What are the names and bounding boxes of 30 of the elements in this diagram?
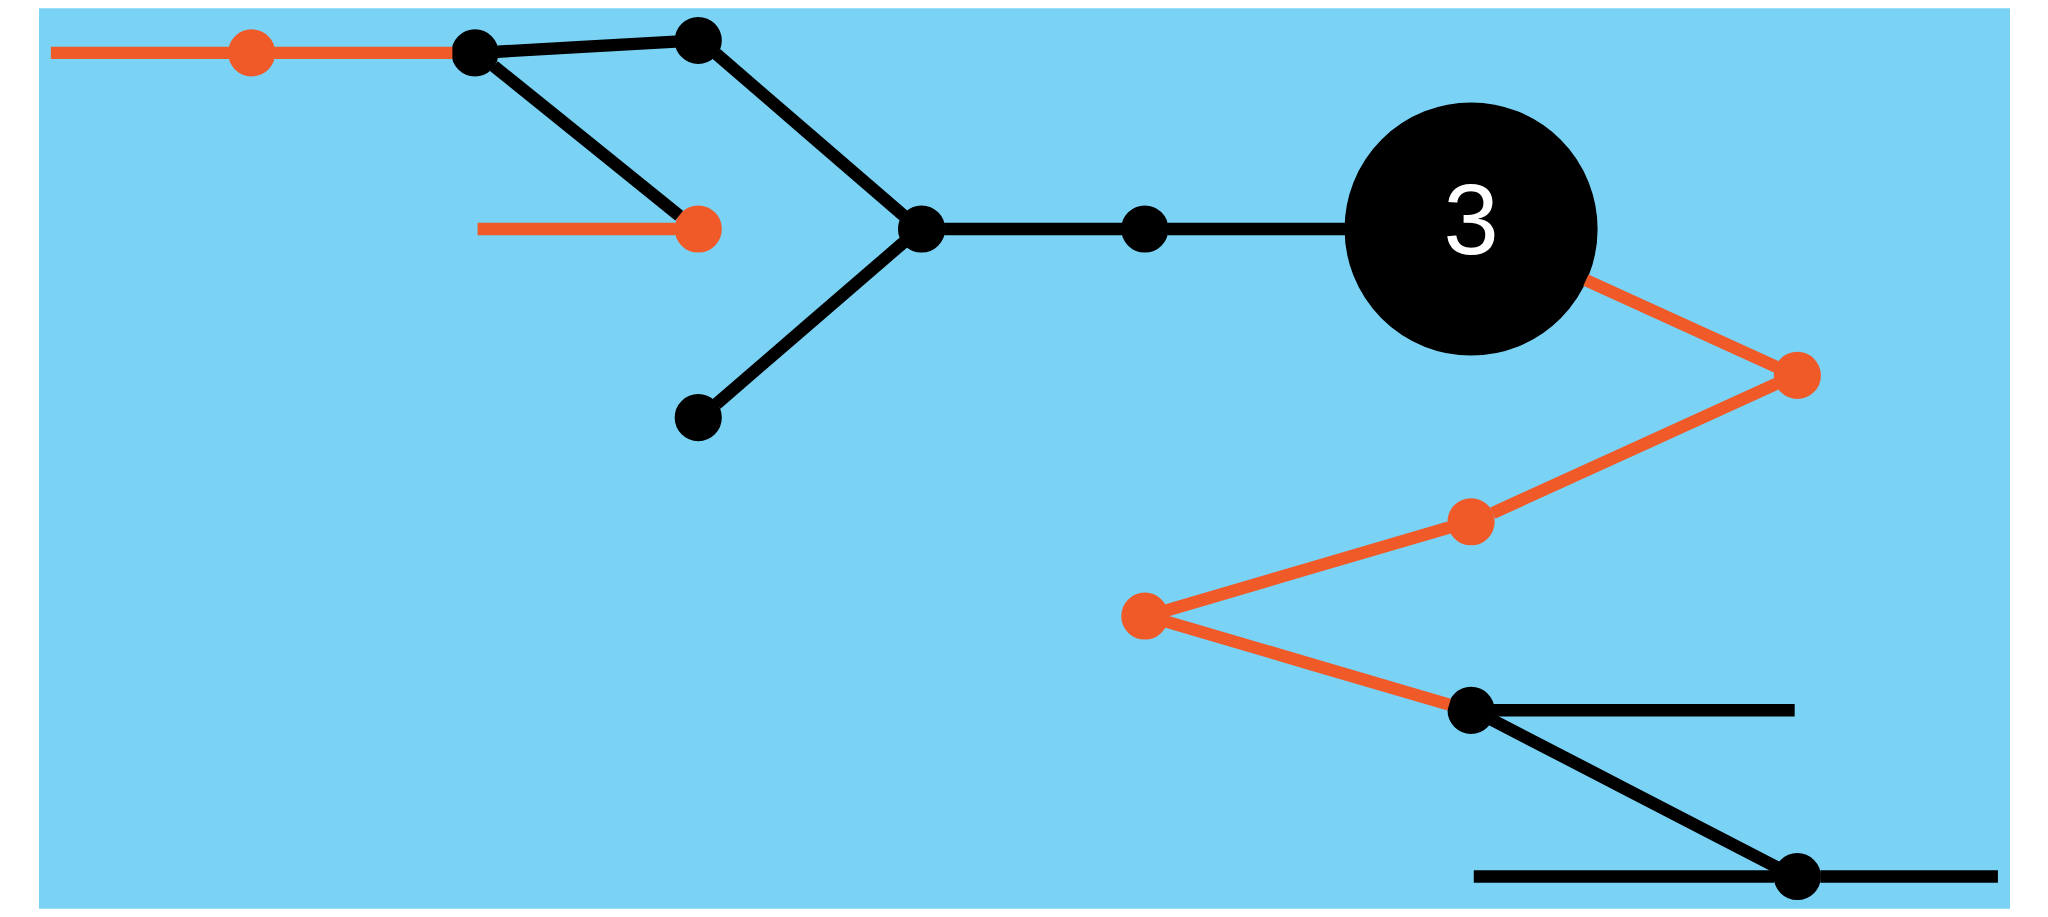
node-circle — [674, 205, 722, 253]
node-circle: 3 — [1344, 102, 1598, 356]
node-circle — [674, 16, 722, 64]
connector — [943, 222, 1122, 236]
connector — [489, 61, 683, 221]
node-circle — [1120, 205, 1168, 253]
connector — [273, 46, 452, 60]
connector — [496, 35, 676, 58]
connector — [1164, 521, 1451, 617]
node-circle — [1120, 592, 1168, 640]
connector — [1582, 274, 1779, 373]
connector — [1488, 714, 1780, 873]
connector — [1164, 615, 1451, 711]
node-circle — [1447, 686, 1495, 734]
connector — [711, 237, 908, 409]
node-circle — [674, 394, 722, 442]
connector — [711, 49, 908, 221]
connector — [477, 222, 675, 236]
connector — [1489, 378, 1779, 519]
connector — [1166, 222, 1345, 236]
node-circle — [450, 29, 499, 77]
connector — [1493, 704, 1795, 717]
connector — [1473, 870, 1774, 883]
node-circle — [1773, 853, 1821, 901]
connector — [50, 46, 229, 60]
node-circle — [1447, 498, 1495, 546]
connector — [1819, 870, 1998, 883]
node-circle — [897, 205, 945, 253]
node-circle — [1773, 351, 1821, 399]
node-circle — [227, 29, 275, 77]
